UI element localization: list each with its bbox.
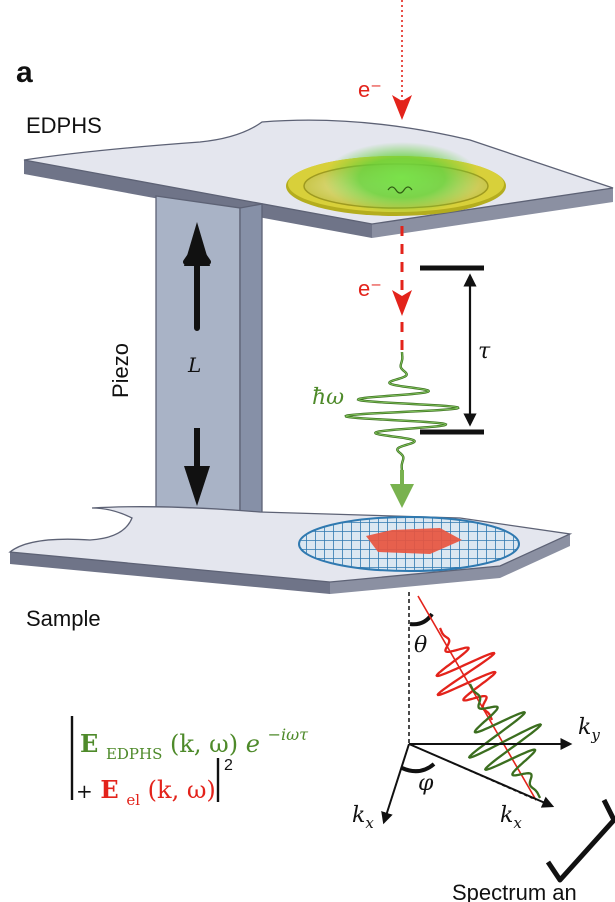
photon-arrow-head [390, 484, 414, 508]
svg-text:E EDPHS (k, ω): E EDPHS (k, ω) e −iωτ [80, 725, 309, 765]
edphs-ring [286, 142, 506, 216]
kx-left-label: kx [352, 803, 374, 832]
electron-arrow-mid [392, 290, 412, 316]
spectrum-label: Spectrum an [452, 880, 577, 902]
svg-text:+ E el (k, ω: + E el (k, ω) [76, 775, 216, 811]
edphs-label: EDPHS [26, 113, 102, 138]
sample-label: Sample [26, 606, 101, 631]
emitted-green-packet [467, 683, 543, 799]
electron-label-mid: e⁻ [358, 276, 382, 301]
momentum-axes [381, 738, 573, 825]
kx-right-label: kx [500, 803, 522, 832]
sample-grid [298, 516, 520, 572]
piezo-label: Piezo [108, 343, 133, 398]
spectrum-analyser-bracket [545, 798, 615, 883]
formula-power: 2 [224, 757, 233, 774]
theta-label: θ [414, 633, 427, 658]
theta-arc [409, 612, 434, 627]
panel-letter: a [16, 56, 33, 89]
electron-label-top: e⁻ [358, 77, 382, 102]
piezo-column [155, 195, 263, 542]
phi-label: φ [418, 771, 434, 796]
phi-arc [401, 762, 436, 774]
photon-energy-label: ħω [312, 385, 344, 410]
tau-bracket [420, 265, 484, 435]
ky-label: ky [578, 715, 600, 744]
intensity-formula: E EDPHS (k, ω) e −iωτ + E el (k, ω) 2 [70, 716, 309, 811]
emitted-red-packet [435, 627, 497, 721]
electron-arrow-top [392, 95, 412, 120]
photon-wave-packet [344, 352, 460, 472]
tau-label: τ [478, 339, 491, 364]
sample-flake [366, 528, 462, 554]
length-label: L [187, 353, 201, 377]
piezo-arrow-up-head [184, 222, 210, 266]
piezo-arrow-down-head [184, 466, 210, 506]
